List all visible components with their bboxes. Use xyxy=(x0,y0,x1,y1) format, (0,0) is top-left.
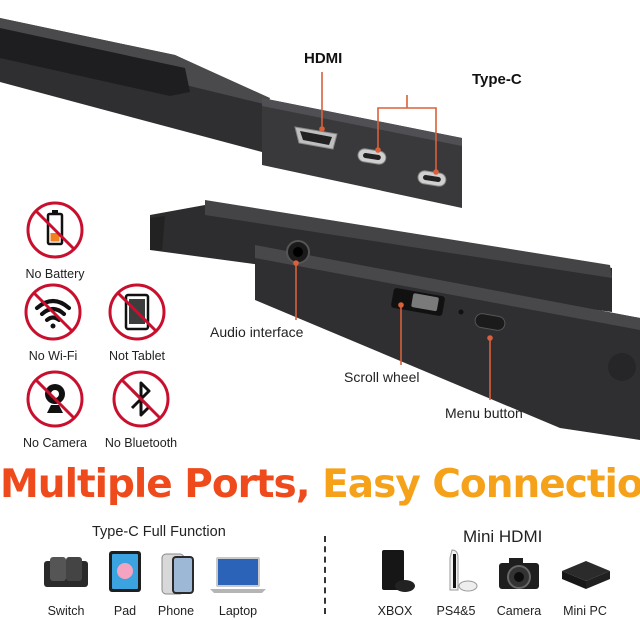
device-label: Switch xyxy=(47,604,85,618)
hdmi-group-title: Mini HDMI xyxy=(463,527,543,546)
battery-icon xyxy=(26,201,84,259)
device-label: Phone xyxy=(157,604,195,618)
device-label: PS4&5 xyxy=(436,604,476,618)
feature-label: No Wi-Fi xyxy=(28,349,78,363)
scroll-wheel-label: Scroll wheel xyxy=(344,369,420,385)
feature-label: No Camera xyxy=(23,436,87,450)
feature-no-battery: No Battery xyxy=(20,200,90,281)
device-pad: Pad xyxy=(106,548,144,618)
feature-label: No Bluetooth xyxy=(104,436,178,450)
switch-console-icon xyxy=(44,557,88,587)
wifi-icon xyxy=(24,283,82,341)
feature-no-wifi: No Wi-Fi xyxy=(18,282,88,363)
device-label: XBOX xyxy=(377,604,413,618)
tablet-icon xyxy=(108,283,166,341)
headline-part-2: Easy Connection xyxy=(322,462,640,507)
playstation-console-icon xyxy=(449,549,478,592)
audio-jack-icon xyxy=(286,240,310,264)
xbox-console-icon xyxy=(382,550,415,592)
menu-button-icon xyxy=(474,313,506,331)
feature-label: No Battery xyxy=(25,267,85,281)
scroll-wheel-icon xyxy=(391,288,445,316)
feature-not-tablet: Not Tablet xyxy=(102,282,172,363)
typec-group-title: Type-C Full Function xyxy=(92,524,226,540)
laptop-icon xyxy=(210,557,266,593)
tablet-icon xyxy=(109,551,141,592)
feature-label: Not Tablet xyxy=(108,349,166,363)
device-switch: Switch xyxy=(40,553,92,618)
typec-port-label: Type-C xyxy=(472,71,522,88)
menu-button-label: Menu button xyxy=(445,405,523,421)
group-divider xyxy=(324,536,326,614)
feature-no-camera: No Camera xyxy=(20,369,90,450)
camera-icon xyxy=(499,558,539,589)
feature-no-bluetooth: No Bluetooth xyxy=(100,369,182,450)
device-camera: Camera xyxy=(495,553,543,618)
typec-port-2-icon xyxy=(417,170,447,187)
audio-interface-label: Audio interface xyxy=(210,324,304,340)
device-mini-pc: Mini PC xyxy=(556,553,614,618)
device-phone: Phone xyxy=(156,552,196,618)
device-label: Laptop xyxy=(218,604,258,618)
device-ps: PS4&5 xyxy=(432,548,480,618)
headline: Multiple Ports, Easy Connection xyxy=(0,462,640,507)
bluetooth-icon xyxy=(112,370,170,428)
hdmi-port-label: HDMI xyxy=(304,50,343,67)
device-xbox: XBOX xyxy=(372,548,418,618)
mini-pc-icon xyxy=(562,561,610,589)
device-label: Pad xyxy=(113,604,137,618)
headline-part-1: Multiple Ports, xyxy=(0,462,323,507)
hdmi-port-icon xyxy=(294,126,338,150)
phone-icon xyxy=(161,553,194,595)
device-label: Mini PC xyxy=(563,604,607,618)
device-laptop: Laptop xyxy=(208,553,268,618)
device-label: Camera xyxy=(496,604,542,618)
monitor-top-edge-illustration xyxy=(0,18,640,440)
webcam-icon xyxy=(26,370,84,428)
